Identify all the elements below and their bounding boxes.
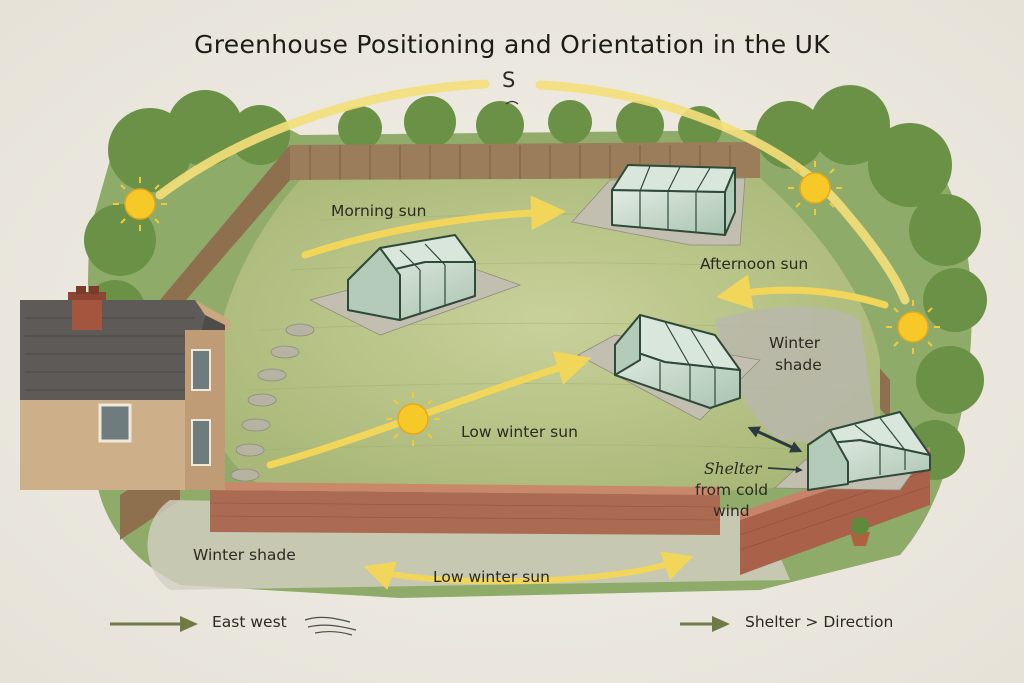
greenhouse-back xyxy=(611,164,736,236)
sun-icon-winter xyxy=(386,392,440,446)
east-west-arrow-icon xyxy=(110,616,198,632)
label-shelter-line3: wind xyxy=(713,502,750,520)
label-winter-shade-right-line1: Winter xyxy=(769,334,821,352)
flower-pot xyxy=(850,517,870,546)
low-winter-sun-arrow-bottom xyxy=(363,551,694,590)
label-shelter-line2: from cold xyxy=(695,481,769,499)
compass-tick xyxy=(505,100,519,105)
compass-south-label: S xyxy=(502,68,516,92)
wind-double-arrow xyxy=(747,426,803,453)
legend-shelter-direction: Shelter > Direction xyxy=(745,613,894,631)
sun-path-arc-left xyxy=(155,79,490,200)
label-shelter-line1: Shelter xyxy=(704,460,762,478)
winter-shade-patch-right xyxy=(715,306,875,442)
shelter-direction-arrow-icon xyxy=(680,616,730,632)
stepping-stones xyxy=(230,323,315,482)
page-title: Greenhouse Positioning and Orientation i… xyxy=(194,30,830,59)
shelter-pointer-arrow xyxy=(767,466,803,474)
greenhouse-left xyxy=(347,234,476,321)
house xyxy=(20,286,230,490)
wind-lines-icon xyxy=(304,616,357,636)
sun-icon-afternoon-low xyxy=(886,300,940,354)
afternoon-sun-arrow xyxy=(716,274,889,309)
label-low-winter-sun-bottom: Low winter sun xyxy=(433,568,550,586)
sun-icon-morning xyxy=(113,177,167,231)
greenhouse-center xyxy=(614,314,741,409)
morning-sun-arrow xyxy=(301,195,566,259)
front-brick-wall xyxy=(209,482,721,535)
label-morning-sun: Morning sun xyxy=(331,202,427,220)
sun-icon-afternoon-high xyxy=(788,161,842,215)
hedge-bumps xyxy=(84,85,987,480)
label-afternoon-sun: Afternoon sun xyxy=(700,255,809,273)
label-low-winter-sun-center: Low winter sun xyxy=(461,423,578,441)
label-winter-shade-left: Winter shade xyxy=(193,546,296,564)
greenhouse-lean-to xyxy=(807,411,931,491)
legend-east-west: East west xyxy=(212,613,287,631)
label-winter-shade-right-line2: shade xyxy=(775,356,822,374)
